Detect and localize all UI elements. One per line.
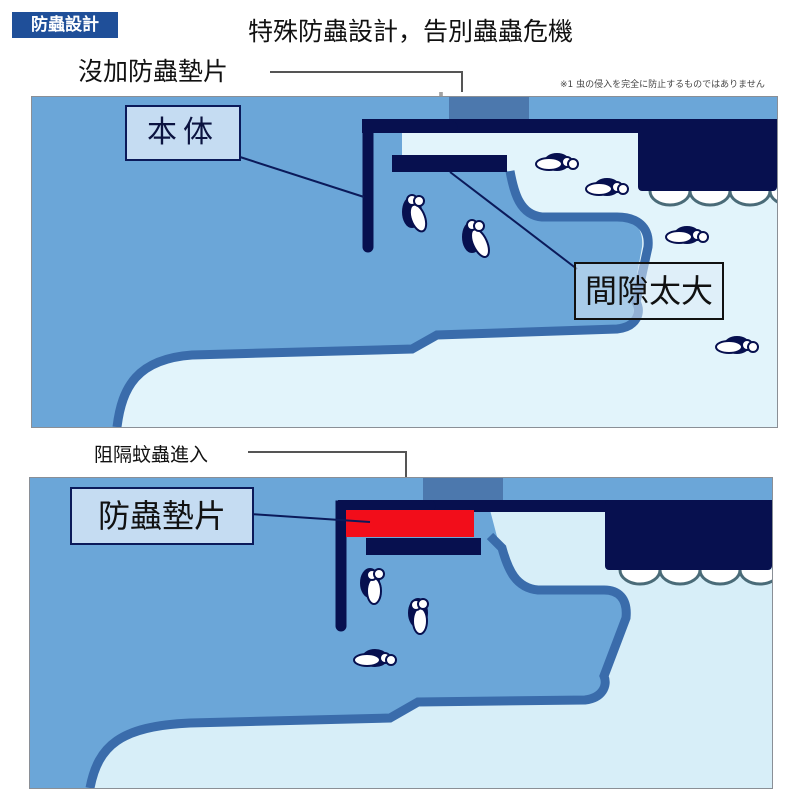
section-tag: 防蟲設計 [12,12,118,38]
insect-pad [346,510,474,537]
page-title: 特殊防蟲設計，告別蟲蟲危機 [248,17,574,46]
insect-icon [353,568,429,667]
footnote: ※1 虫の侵入を完全に防止するものではありません [560,80,765,90]
diagram-with-pad [29,477,773,789]
callout-insect-pad: 防蟲墊片 [70,487,254,545]
callout-body: 本体 [125,105,241,161]
insect-icon [402,153,759,354]
callout-gap-too-large: 間隙太大 [574,262,724,320]
block-insects-label: 阻隔蚊蟲進入 [94,444,209,466]
no-pad-label: 沒加防蟲墊片 [78,57,229,86]
